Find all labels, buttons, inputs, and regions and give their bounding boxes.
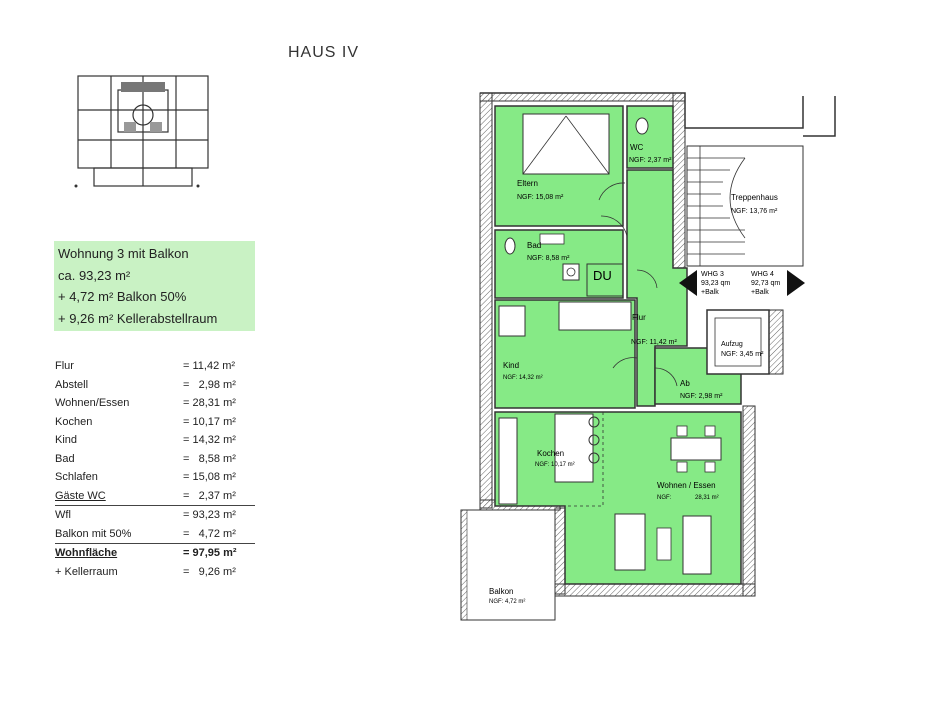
room-label-bad: Bad — [527, 241, 541, 250]
area-label: Abstell — [55, 378, 89, 391]
area-row: Kind = 14,32 m² — [55, 431, 255, 450]
area-label: Gäste WC — [55, 489, 106, 502]
room-wc — [626, 105, 674, 169]
area-value: = 14,32 m² — [183, 434, 236, 446]
area-value: = 15,08 m² — [183, 471, 236, 483]
area-row: Abstell = 2,98 m² — [55, 376, 255, 395]
room-label-treppenhaus: Treppenhaus — [731, 193, 778, 202]
area-label: Balkon mit 50% — [55, 527, 132, 540]
room-ngf-wc: NGF: 2,37 m² — [629, 157, 672, 164]
area-row: Gäste WC = 2,37 m² — [55, 487, 255, 506]
area-row: Balkon mit 50% = 4,72 m² — [55, 525, 255, 544]
area-label: Wohnfläche — [55, 547, 118, 559]
area-value: = 8,58 m² — [183, 452, 236, 465]
area-label: Schlafen — [55, 471, 98, 483]
area-label: Bad — [55, 452, 75, 465]
overview-floor-plan — [74, 75, 209, 188]
floor-plan: Eltern NGF: 15,08 m² WC NGF: 2,37 m² Tre… — [455, 88, 945, 628]
room-ngf-ab: NGF: 2,98 m² — [680, 393, 723, 400]
room-ngf-kochen: NGF: 10,17 m² — [535, 462, 575, 468]
room-label-aufzug: Aufzug — [721, 341, 743, 348]
area-value: = 9,26 m² — [183, 565, 236, 578]
area-label: + Kellerraum — [55, 565, 118, 578]
area-label: Wohnen/Essen — [55, 397, 130, 409]
room-label-flur: Flur — [632, 313, 646, 322]
room-ngf-aufzug: NGF: 3,45 m² — [721, 351, 764, 358]
room-ngf-balkon: NGF: 4,72 m² — [489, 599, 525, 605]
room-label-kochen: Kochen — [537, 449, 564, 458]
page-title: HAUS IV — [288, 44, 360, 61]
summary-line: Wohnung 3 mit Balkon — [58, 246, 189, 261]
area-value: = 11,42 m² — [183, 360, 236, 372]
label-whg3: WHG 3 — [701, 271, 724, 278]
room-label-wohnen: Wohnen / Essen — [657, 481, 716, 490]
room-ngf-flur: NGF: 11,42 m² — [631, 339, 677, 346]
room-ngf-treppenhaus: NGF: 13,76 m² — [731, 208, 778, 215]
room-ngf-label-wohnen: NGF: — [657, 495, 672, 501]
room-label-ab: Ab — [680, 379, 690, 388]
apartment-summary: Wohnung 3 mit Balkon ca. 93,23 m² + 4,72… — [54, 241, 255, 331]
summary-line: ca. 93,23 m² — [58, 267, 131, 283]
balk-whg4: +Balk — [751, 289, 769, 296]
room-label-wc: WC — [630, 143, 644, 152]
room-label-kind: Kind — [503, 361, 519, 370]
area-value: = 28,31 m² — [183, 397, 236, 409]
area-row: Wohnen/Essen = 28,31 m² — [55, 394, 255, 413]
area-row: Flur = 11,42 m² — [55, 357, 255, 376]
area-value: = 93,23 m² — [183, 509, 236, 521]
room-label-du: DU — [593, 268, 612, 283]
room-label-balkon: Balkon — [489, 587, 513, 596]
summary-line: + 9,26 m² Kellerabstellraum — [58, 310, 218, 326]
area-row-total: Wohnfläche = 97,95 m² — [55, 544, 255, 563]
room-ngf-eltern: NGF: 15,08 m² — [517, 194, 564, 201]
area-row: Wfl = 93,23 m² — [55, 506, 255, 525]
qm-whg4: 92,73 qm — [751, 280, 780, 287]
area-label: Kind — [55, 434, 78, 446]
area-label: Wfl — [55, 509, 71, 521]
qm-whg3: 93,23 qm — [701, 280, 730, 287]
area-label: Flur — [55, 360, 74, 372]
area-row: Bad = 8,58 m² — [55, 450, 255, 469]
area-value: = 2,37 m² — [183, 489, 236, 502]
area-row: Schlafen = 15,08 m² — [55, 468, 255, 487]
area-table: Flur = 11,42 m² Abstell = 2,98 m² Wohnen/E… — [55, 357, 255, 581]
room-ngf-wohnen: 28,31 m² — [695, 495, 719, 501]
area-value: = 2,98 m² — [183, 378, 236, 391]
room-ngf-bad: NGF: 8,58 m² — [527, 255, 570, 262]
area-row: + Kellerraum = 9,26 m² — [55, 563, 255, 582]
summary-line: + 4,72 m² Balkon 50% — [58, 289, 187, 304]
room-label-eltern: Eltern — [517, 179, 538, 188]
label-whg4: WHG 4 — [751, 271, 774, 278]
area-label: Kochen — [55, 415, 93, 428]
area-value: = 4,72 m² — [183, 527, 236, 540]
area-row: Kochen = 10,17 m² — [55, 413, 255, 432]
balk-whg3: +Balk — [701, 289, 719, 296]
area-value: = 10,17 m² — [183, 415, 236, 428]
room-ngf-kind: NGF: 14,32 m² — [503, 375, 543, 381]
area-value: = 97,95 m² — [183, 547, 237, 559]
